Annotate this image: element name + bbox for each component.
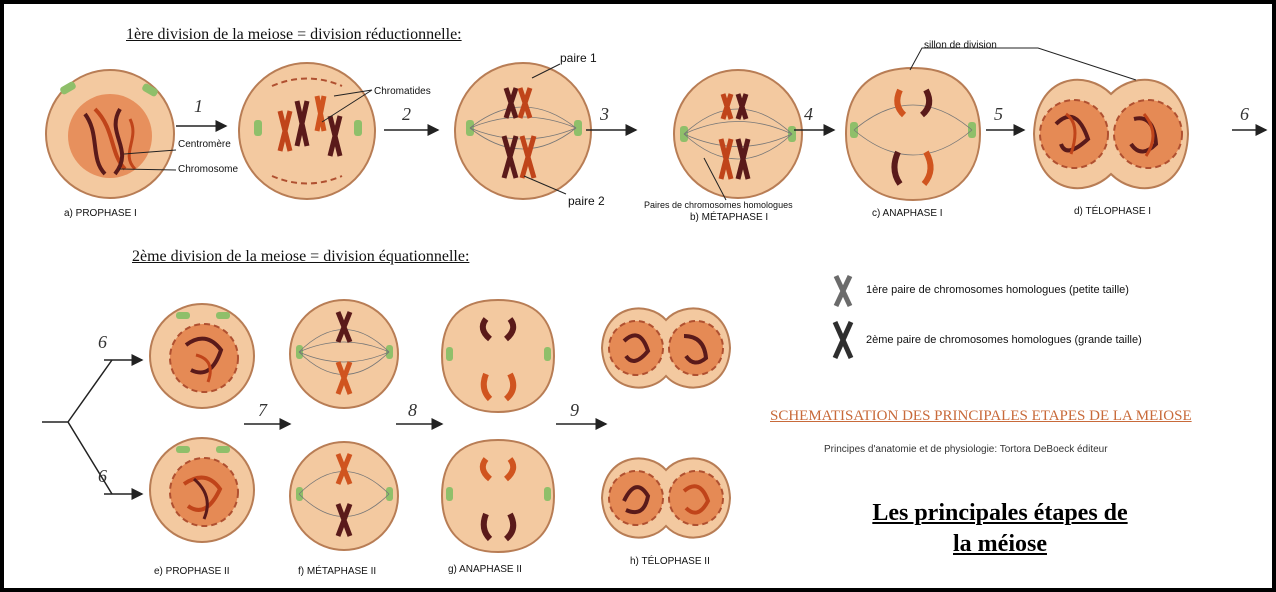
phase-label-e: e) PROPHASE II [154,566,230,577]
cell-metaphase-1 [668,64,808,204]
cell-metaphase-2-top [288,292,400,416]
cell-prophase-1 [40,64,180,204]
cell-metaphase-2-bottom [288,434,400,558]
step-number-6: 6 [1240,104,1249,125]
label-sillon-division: sillon de division [924,40,997,51]
step-number-7: 7 [258,400,267,421]
step-number-5: 5 [994,104,1003,125]
cell-prometaphase-1 [232,56,382,206]
step-number-2: 2 [402,104,411,125]
label-paire-2: paire 2 [568,194,605,208]
phase-label-a: a) PROPHASE I [64,208,137,219]
cell-telophase-1 [1026,64,1196,204]
main-title-line-2: la méiose [840,529,1160,560]
legend-small-chromosome [836,276,850,306]
legend-large-chromosome [835,322,851,358]
phase-label-d: d) TÉLOPHASE I [1074,206,1151,217]
legend-item-2: 2ème paire de chromosomes homologues (gr… [866,334,1142,346]
label-chromosome: Chromosome [178,164,238,175]
step-number-9: 9 [570,400,579,421]
legend-item-1: 1ère paire de chromosomes homologues (pe… [866,284,1129,296]
step-number-4: 4 [804,104,813,125]
schema-title: SCHEMATISATION DES PRINCIPALES ETAPES DE… [770,408,1192,425]
phase-label-c: c) ANAPHASE I [872,208,943,219]
heading-division-2: 2ème division de la meiose = division éq… [132,248,469,266]
cell-anaphase-2-top [436,294,560,418]
main-title-line-1: Les principales étapes de [840,498,1160,529]
step-number-6-bottom: 6 [98,466,107,487]
step-number-3: 3 [600,104,609,125]
step-number-6-top: 6 [98,332,107,353]
cell-pairs [448,56,598,206]
label-centromere: Centromère [178,139,231,150]
label-paires-homologues: Paires de chromosomes homologues [644,200,793,210]
cell-telophase-2-bottom [596,446,736,550]
cell-telophase-2-top [596,296,736,400]
phase-label-g: g) ANAPHASE II [448,564,522,575]
cell-anaphase-1 [838,60,988,208]
phase-label-b: b) MÉTAPHASE I [690,212,768,223]
main-title: Les principales étapes de la méiose [840,498,1160,560]
phase-label-h: h) TÉLOPHASE II [630,556,710,567]
phase-label-f: f) MÉTAPHASE II [298,566,376,577]
step-number-1: 1 [194,96,203,117]
cell-anaphase-2-bottom [436,434,560,558]
cell-prophase-2-bottom [146,434,258,546]
step-number-8: 8 [408,400,417,421]
heading-division-1: 1ère division de la meiose = division ré… [126,26,462,44]
source-credit: Principes d'anatomie et de physiologie: … [824,444,1108,455]
label-chromatides: Chromatides [374,86,431,97]
label-paire-1: paire 1 [560,51,597,65]
cell-prophase-2-top [146,300,258,412]
